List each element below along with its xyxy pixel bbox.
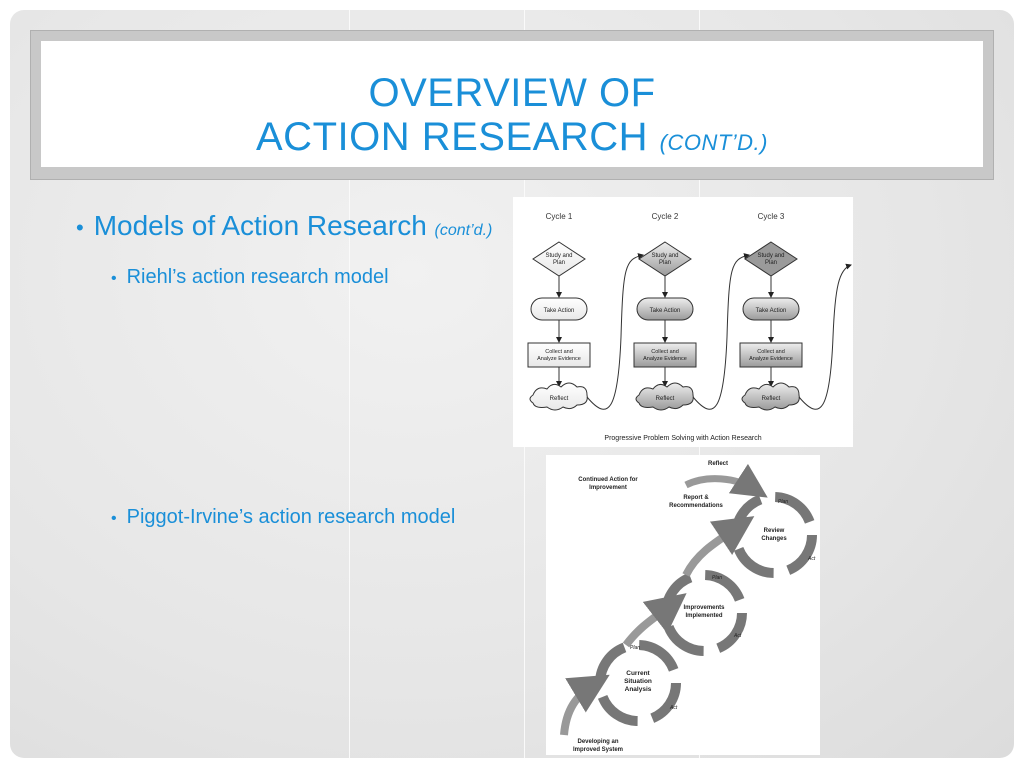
- title-frame: OVERVIEW OF ACTION RESEARCH (CONT’D.): [30, 30, 994, 180]
- slide: OVERVIEW OF ACTION RESEARCH (CONT’D.) • M…: [10, 10, 1014, 758]
- take-action-label: Take Action: [756, 308, 787, 314]
- improvements-cycle-ring: [661, 570, 747, 656]
- plan-label: Plan: [778, 499, 788, 505]
- act-label: Act: [669, 705, 678, 711]
- title-line-1: OVERVIEW OF: [368, 71, 656, 115]
- bullet-dot: •: [111, 270, 117, 287]
- bullet-dot: •: [111, 510, 117, 527]
- current-cycle-ring: [595, 640, 681, 726]
- study-plan-diamond: [744, 241, 798, 277]
- act-label: Act: [733, 633, 742, 639]
- cycle-label: Cycle 3: [758, 212, 785, 221]
- title-cont: (CONT’D.): [659, 130, 768, 155]
- title-line-2: ACTION RESEARCH (CONT’D.): [41, 115, 983, 165]
- reflect-cloud: [741, 382, 800, 411]
- bullet-riehl: • Riehl’s action research model: [111, 266, 389, 289]
- act-label: Act: [807, 556, 816, 562]
- slide-title: OVERVIEW OF ACTION RESEARCH (CONT’D.): [41, 71, 983, 165]
- title-panel: OVERVIEW OF ACTION RESEARCH (CONT’D.): [41, 41, 983, 167]
- reflect-label: Reflect: [656, 396, 675, 402]
- bullet-riehl-text: Riehl’s action research model: [126, 266, 389, 288]
- plan-label: Plan: [630, 645, 640, 651]
- cycle-label: Cycle 1: [546, 212, 573, 221]
- bullet-models-suffix: (cont’d.): [434, 222, 493, 239]
- background-line: [349, 10, 350, 758]
- figure-caption: Progressive Problem Solving with Action …: [604, 435, 761, 442]
- bullet-piggot-text: Piggot-Irvine’s action research model: [126, 506, 456, 528]
- collect-box: [633, 342, 697, 368]
- cycle-label: Cycle 2: [652, 212, 679, 221]
- bullet-models: • Models of Action Research (cont’d.): [76, 210, 492, 242]
- take-action-label: Take Action: [650, 308, 681, 314]
- reflect-cloud: [635, 382, 694, 411]
- reflect-cloud: [529, 382, 588, 411]
- study-plan-diamond: [638, 241, 692, 277]
- reflect-label: Reflect: [550, 396, 569, 402]
- bullet-piggot: • Piggot-Irvine’s action research model: [111, 506, 455, 529]
- plan-label: Plan: [712, 575, 722, 581]
- collect-box: [739, 342, 803, 368]
- review-cycle-ring: [731, 492, 817, 578]
- take-action-label: Take Action: [544, 308, 575, 314]
- study-plan-diamond: [532, 241, 586, 277]
- title-line-2-text: ACTION RESEARCH: [256, 115, 648, 159]
- reflect-label: Reflect: [762, 396, 781, 402]
- report-label: Report &Recommendations: [669, 495, 723, 509]
- bullet-models-text: Models of Action Research: [93, 210, 427, 241]
- bullet-dot: •: [76, 215, 84, 240]
- collect-box: [527, 342, 591, 368]
- reflect-label: Reflect: [708, 461, 728, 467]
